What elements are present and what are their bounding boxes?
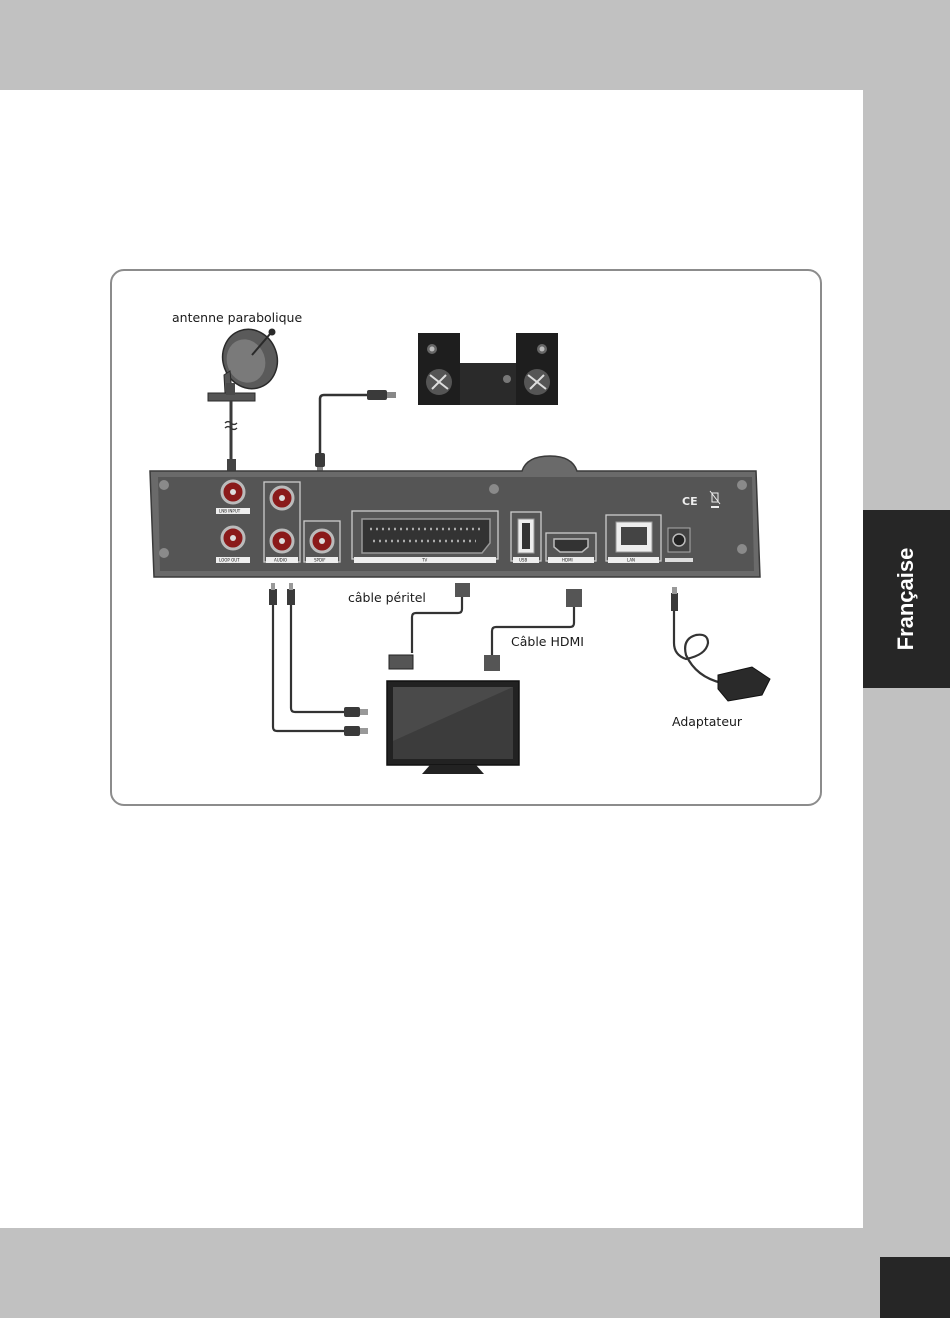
hdmi-cable [484,589,582,671]
spdif-label: SPDIF [314,558,326,563]
ce-mark: CE [682,495,698,508]
spdif-cable [315,390,396,475]
usb-label: USB [519,558,527,563]
lan-label: LAN [627,558,635,563]
connection-diagram-frame: antenne parabolique [110,269,822,806]
satellite-dish-icon [208,322,286,477]
lnb-input-label: LNB INPUT [219,509,241,514]
hdmi-cable-label: Câble HDMI [511,634,584,649]
scart-cable-label: câble péritel [348,590,426,605]
dish-label: antenne parabolique [172,310,302,325]
speaker-system-icon [418,333,558,405]
page-number-box [880,1257,950,1318]
power-adapter-icon [671,587,770,701]
receiver-back-panel: LNB INPUT LOOP OUT AUDIO SPDIF [150,456,760,577]
connection-diagram: antenne parabolique [112,271,820,804]
television-icon [387,681,519,774]
rca-audio-cable [269,583,368,736]
language-tab-label: Française [893,548,919,651]
tv-port-label: TV [421,558,427,563]
language-tab[interactable]: Française [863,510,950,688]
loop-out-label: LOOP OUT [219,558,240,563]
adapter-label: Adaptateur [672,714,743,729]
hdmi-label: HDMI [562,558,573,563]
audio-label: AUDIO [274,558,287,563]
